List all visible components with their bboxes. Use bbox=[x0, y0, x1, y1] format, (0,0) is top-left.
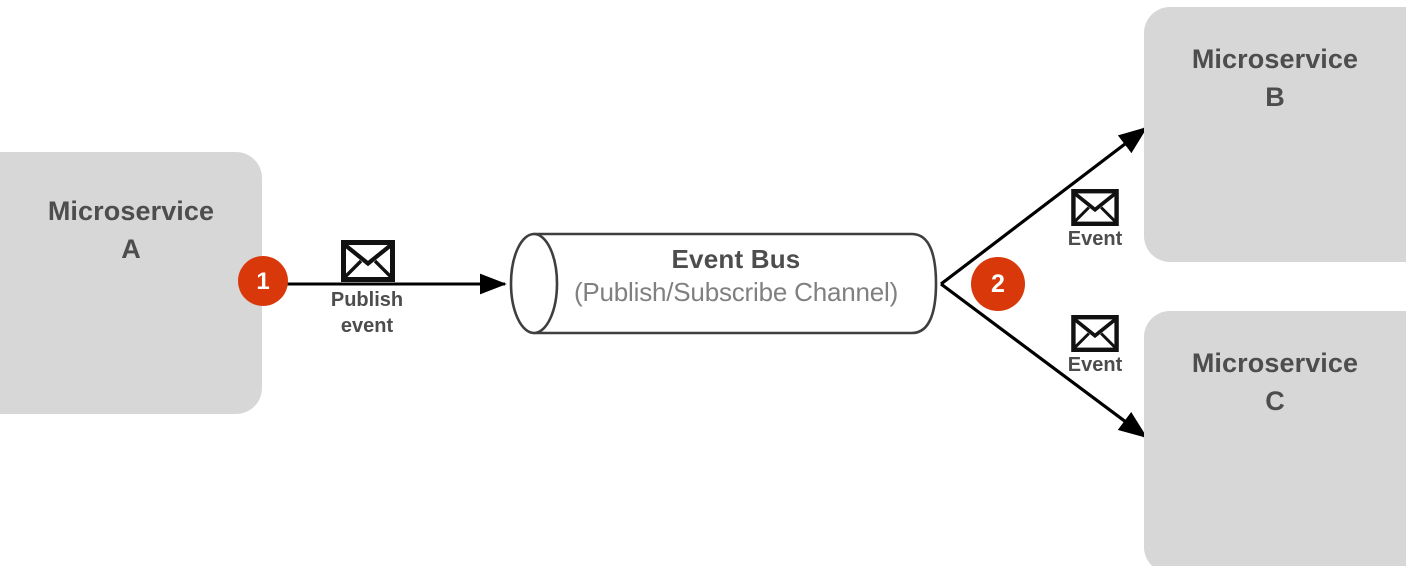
event-bus-subtitle: (Publish/Subscribe Channel) bbox=[573, 277, 899, 307]
envelope-icon bbox=[1071, 315, 1119, 357]
microservice-c-line1: Microservice bbox=[1191, 348, 1359, 378]
microservice-b-label: Microservice B bbox=[1144, 40, 1406, 116]
step-badge-1[interactable]: 1 bbox=[238, 256, 288, 306]
node-microservice-c[interactable]: Microservice C bbox=[1144, 311, 1406, 566]
microservice-a-label: Microservice A bbox=[0, 192, 262, 268]
step-badge-2[interactable]: 2 bbox=[971, 257, 1025, 311]
microservice-b-line1: Microservice bbox=[1191, 44, 1359, 74]
edge-label-event-b: Event bbox=[1067, 228, 1123, 250]
edge-label-publish-event: Publish event bbox=[330, 289, 404, 337]
envelope-icon bbox=[341, 240, 395, 287]
node-microservice-a[interactable]: Microservice A bbox=[0, 152, 262, 414]
microservice-b-line2: B bbox=[1265, 82, 1285, 112]
microservice-c-line2: C bbox=[1265, 386, 1285, 416]
event-bus-cylinder-shape bbox=[509, 232, 938, 335]
event-bus-text: Event Bus (Publish/Subscribe Channel) bbox=[534, 243, 938, 309]
node-event-bus[interactable]: Event Bus (Publish/Subscribe Channel) bbox=[508, 232, 938, 335]
node-microservice-b[interactable]: Microservice B bbox=[1144, 7, 1406, 262]
edge-label-event-c: Event bbox=[1067, 354, 1123, 376]
microservice-a-line1: Microservice bbox=[47, 196, 215, 226]
envelope-icon bbox=[1071, 189, 1119, 231]
event-bus-title: Event Bus bbox=[671, 244, 801, 274]
microservice-c-label: Microservice C bbox=[1144, 344, 1406, 420]
microservice-a-line2: A bbox=[121, 234, 141, 264]
